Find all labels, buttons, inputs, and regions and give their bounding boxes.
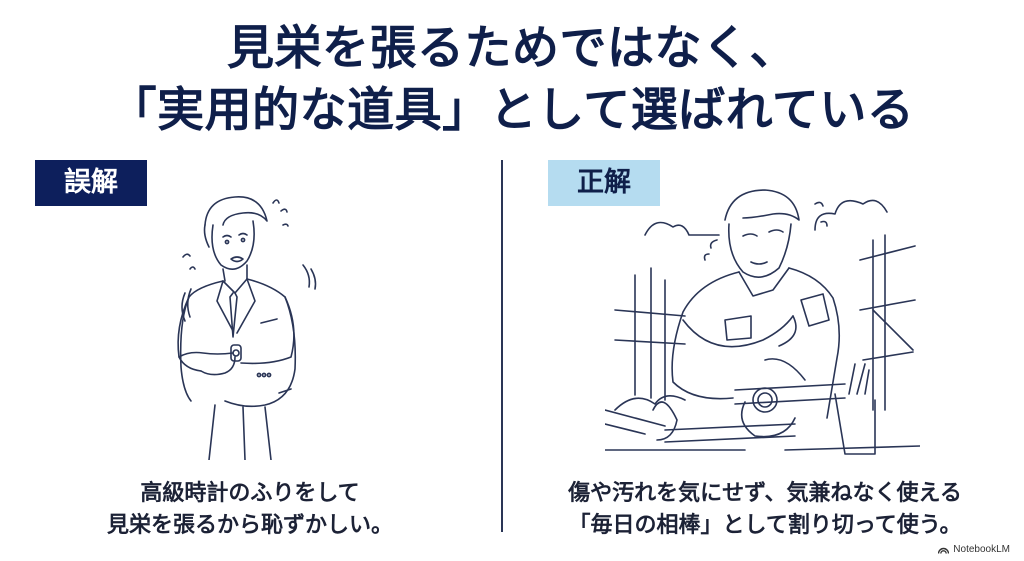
title-line-1: 見栄を張るためではなく、: [227, 21, 797, 76]
misconception-caption-line-1: 高級時計のふりをして: [140, 481, 360, 506]
correct-label: 正解: [548, 160, 660, 206]
misconception-label: 誤解: [35, 160, 147, 206]
title-line-2: 「実用的な道具」として選ばれている: [109, 83, 915, 138]
notebooklm-watermark: NotebookLM: [938, 544, 1010, 555]
correct-caption: 傷や汚れを気にせず、気兼ねなく使える 「毎日の相棒」として割り切って使う。: [530, 478, 1000, 542]
brand-text: NotebookLM: [953, 544, 1010, 555]
misconception-caption-line-2: 見栄を張るから恥ずかしい。: [106, 513, 393, 538]
panel-divider: [501, 160, 503, 532]
construction-worker-illustration: [605, 189, 920, 455]
misconception-caption: 高級時計のふりをして 見栄を張るから恥ずかしい。: [60, 478, 440, 542]
nervous-businessman-illustration: [177, 196, 317, 460]
correct-caption-line-1: 傷や汚れを気にせず、気兼ねなく使える: [568, 481, 962, 506]
notebooklm-logo-icon: [938, 547, 950, 554]
slide-title: 見栄を張るためではなく、 「実用的な道具」として選ばれている: [0, 18, 1024, 142]
correct-caption-line-2: 「毎日の相棒」として割り切って使う。: [568, 513, 962, 538]
